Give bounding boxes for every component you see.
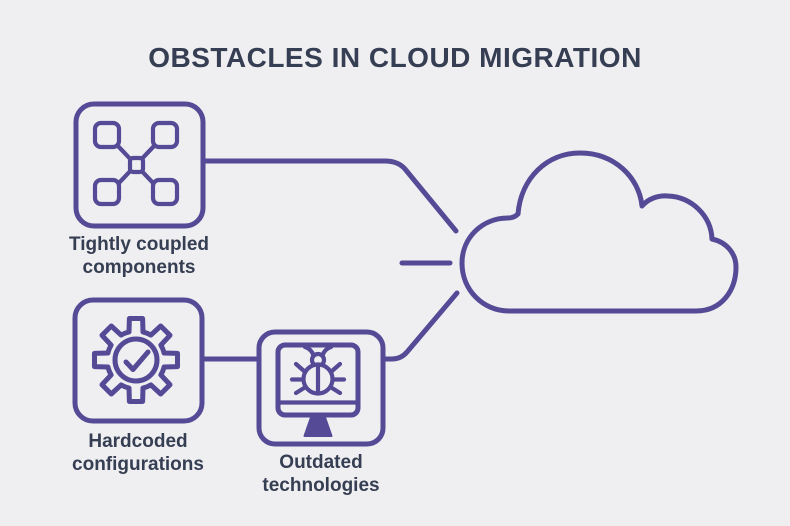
label-line: configurations <box>72 454 204 475</box>
tightly-coupled-label: Tightly coupled components <box>39 233 239 279</box>
connector-tightly-coupled-to-cloud <box>200 158 459 234</box>
label-line: technologies <box>262 475 380 496</box>
label-line: Tightly coupled <box>68 234 210 255</box>
cloud-outline <box>459 150 739 314</box>
checkmark <box>123 349 151 372</box>
monitor-stand <box>303 415 333 437</box>
outdated-technologies-node <box>256 329 386 447</box>
label-line: components <box>82 257 196 278</box>
hardcoded-configurations-label: Hardcoded configurations <box>38 430 238 476</box>
connector-outdated-to-cloud <box>380 290 460 362</box>
cloud-icon <box>459 150 739 314</box>
outdated-technologies-label: Outdated technologies <box>221 451 421 497</box>
monitor-bug-icon <box>275 342 361 437</box>
hardcoded-configurations-node <box>72 297 205 424</box>
node-frame <box>256 329 386 447</box>
check-circle <box>112 336 160 384</box>
node-frame <box>72 297 205 424</box>
gear-outline <box>92 316 180 404</box>
label-line: Hardcoded <box>88 431 188 452</box>
bug-glyph <box>289 344 347 396</box>
page-title: OBSTACLES IN CLOUD MIGRATION <box>148 42 642 73</box>
gear-checkmark-icon <box>92 316 180 404</box>
label-line: Outdated <box>279 452 363 473</box>
node-frame <box>73 101 206 229</box>
tightly-coupled-node <box>73 101 206 229</box>
coupled-components-icon <box>92 120 180 207</box>
